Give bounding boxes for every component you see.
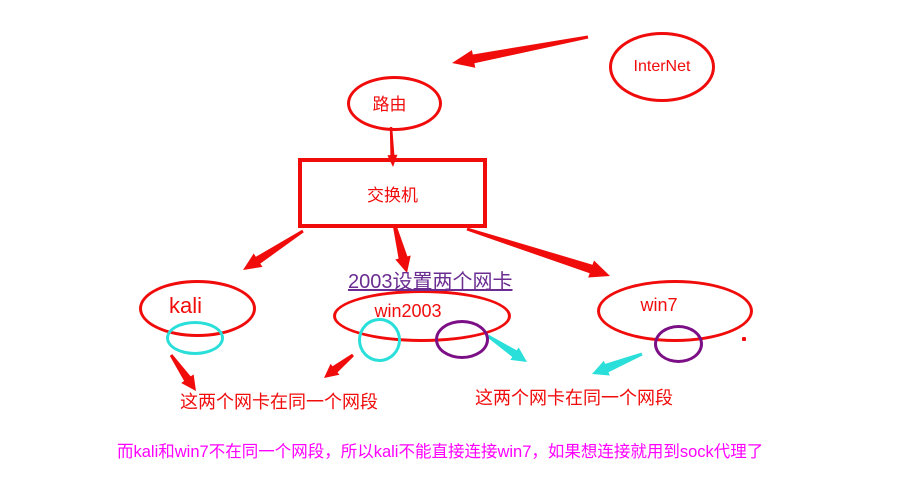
switch-node: 交换机 [298,158,487,228]
arrow-internet-to-router [452,35,589,68]
win2003-label: win2003 [374,300,442,321]
win7-nic-ellipse [654,325,703,363]
nic-setup-note: 2003设置两个网卡 [348,271,513,293]
win2003-nic-ellipse-cyan [358,318,401,362]
router-label: 路由 [372,95,407,114]
stray-dot [742,337,746,341]
internet-node: InterNet [609,32,715,102]
same-segment-note-right: 这两个网卡在同一个网段 [475,388,673,408]
win2003-node: win2003 [333,290,511,342]
arrow-win7-nic-to-right-note [592,352,643,376]
bottom-explanation-note: 而kali和win7不在同一个网段，所以kali不能直接连接win7，如果想连接… [117,443,764,461]
arrow-kali-nic-to-left-note [169,354,196,391]
win2003-nic-ellipse-purple [435,320,489,359]
arrow-win2003-nic-to-right-note [487,334,527,362]
kali-nic-ellipse [166,321,224,355]
arrow-win2003-nic-to-left-note [324,353,354,378]
router-node: 路由 [347,76,442,131]
switch-label: 交换机 [367,185,418,205]
arrow-switch-to-kali [243,229,304,270]
same-segment-note-left: 这两个网卡在同一个网段 [180,392,378,412]
internet-label: InterNet [633,58,691,75]
win7-label: win7 [640,294,678,315]
kali-label: kali [168,292,202,318]
